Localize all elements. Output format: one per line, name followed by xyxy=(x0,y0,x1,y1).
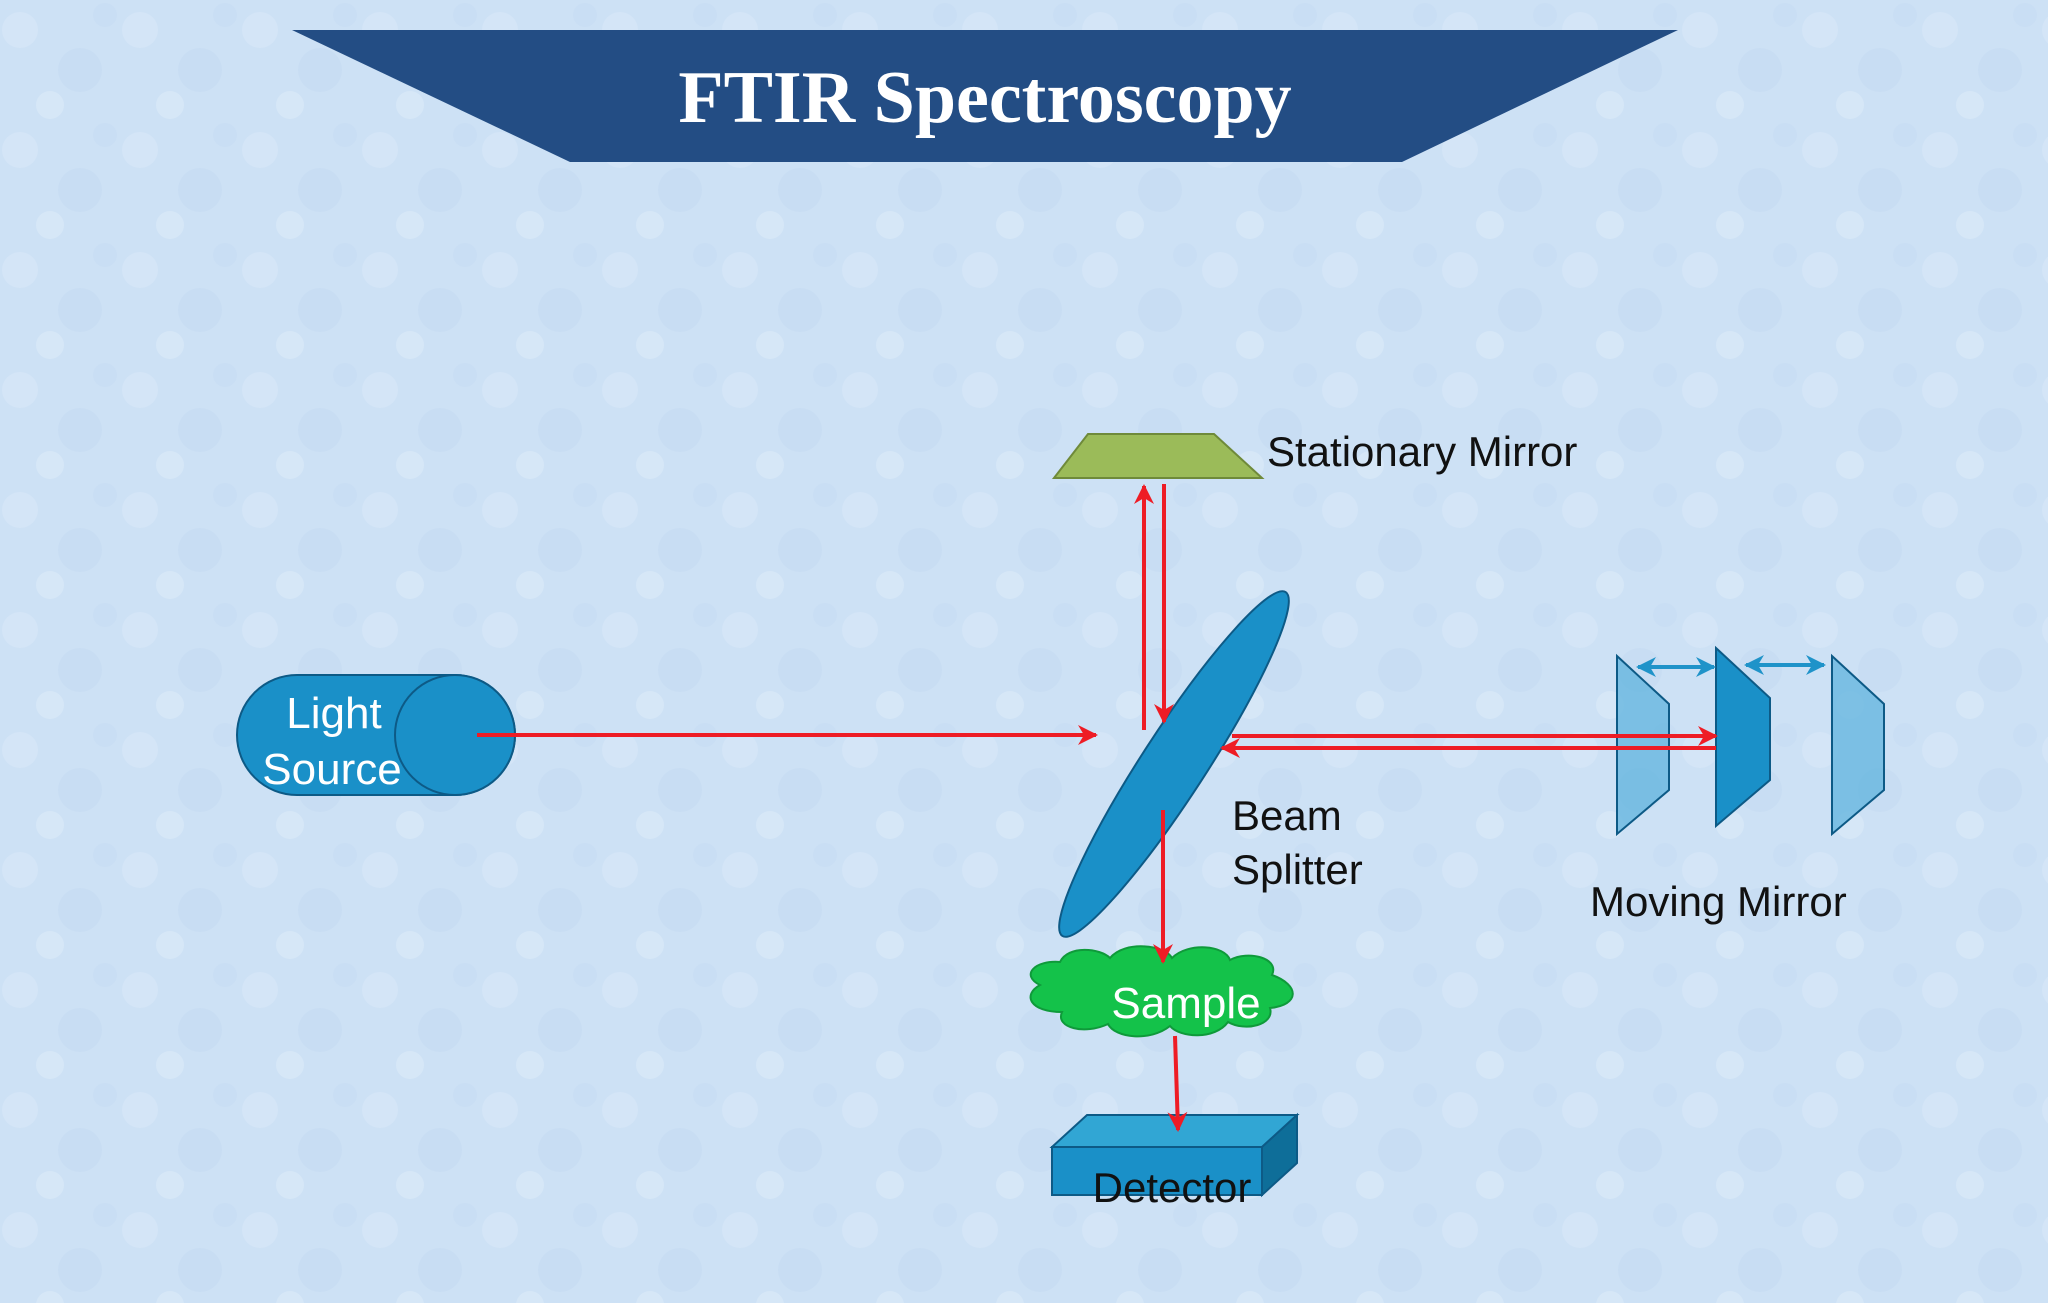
detector-front xyxy=(1051,1146,1263,1196)
detector-top xyxy=(1049,1114,1300,1148)
sample-label: Sample xyxy=(1111,979,1260,1028)
stationary-mirror-shape xyxy=(1051,433,1265,479)
stationary-mirror-label: Stationary Mirror xyxy=(1267,428,1577,475)
detector-label: Detector xyxy=(1093,1164,1252,1211)
stationary-mirror: Stationary Mirror xyxy=(1051,428,1577,479)
beam-paths xyxy=(477,484,1718,1132)
beam-splitter-shape xyxy=(1058,590,1290,938)
sample: Sample xyxy=(1029,945,1294,1038)
light-source-label-line1: Light xyxy=(286,689,381,738)
page-title: FTIR Spectroscopy xyxy=(678,57,1291,139)
sample-shape xyxy=(1029,945,1294,1038)
beam-splitter-label-line1: Beam xyxy=(1232,792,1342,839)
moving-mirror-label: Moving Mirror xyxy=(1590,878,1847,925)
light-source: Light Source xyxy=(236,674,516,796)
moving-mirror: Moving Mirror xyxy=(1590,645,1885,925)
title-banner: FTIR Spectroscopy xyxy=(292,30,1678,162)
beam-sample-to-detector xyxy=(1167,1035,1188,1132)
light-source-label-line2: Source xyxy=(262,745,401,794)
moving-mirror-ghost-right xyxy=(1831,653,1885,837)
beam-splitter: Beam Splitter xyxy=(1058,590,1363,938)
beam-splitter-label-line2: Splitter xyxy=(1232,846,1363,893)
moving-mirror-ghost-left xyxy=(1616,653,1670,837)
moving-mirror-main xyxy=(1715,645,1771,829)
title-banner-shape xyxy=(292,30,1678,162)
